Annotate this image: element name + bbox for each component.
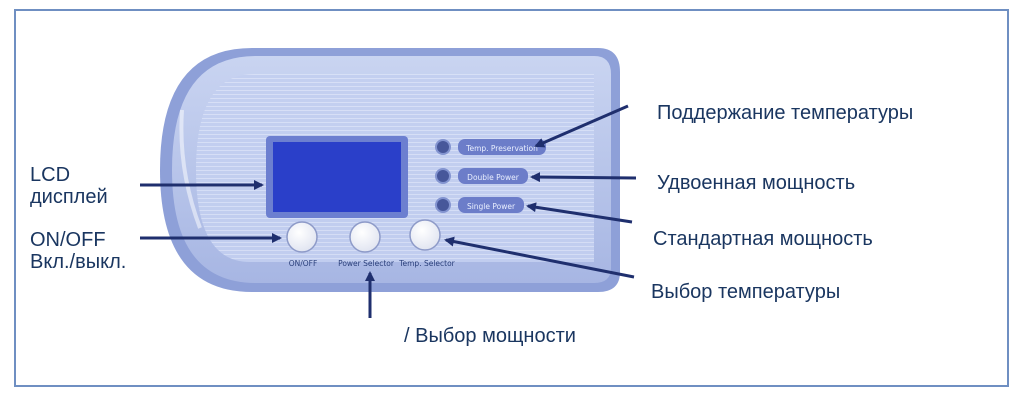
indicator-temp-preservation: Temp. Preservation [435, 139, 546, 155]
callout-single-power: Стандартная мощность [653, 228, 873, 250]
indicator-label-temp-preservation: Temp. Preservation [465, 144, 538, 153]
figure-frame [14, 9, 1009, 387]
callout-temp-selector: Выбор температуры [651, 281, 840, 303]
led-single-power [435, 197, 451, 213]
power-selector-button-label: Power Selector [338, 259, 395, 268]
arrow-temp-selector [444, 236, 635, 279]
temp-selector-button-label: Temp. Selector [398, 259, 455, 268]
led-temp-preservation [435, 139, 451, 155]
led-double-power [435, 168, 451, 184]
indicator-label-single-power: Single Power [467, 202, 516, 211]
indicator-label-double-power: Double Power [467, 173, 520, 182]
callout-lcd-line1: LCD [30, 164, 70, 186]
lcd-display [266, 136, 408, 218]
callout-onoff-line2: Вкл./выкл. [30, 251, 126, 273]
callout-onoff-line1: ON/OFF [30, 229, 106, 251]
callout-temp-preservation: Поддержание температуры [657, 102, 913, 124]
indicator-double-power: Double Power [435, 168, 528, 184]
arrow-temp-preservation [534, 104, 629, 148]
indicator-single-power: Single Power [435, 197, 524, 213]
power-selector-button[interactable]: Power Selector [338, 221, 395, 268]
temp-selector-button[interactable]: Temp. Selector [398, 219, 456, 268]
callout-lcd-line2: дисплей [30, 186, 108, 208]
arrow-double-power [530, 172, 637, 183]
on-off-button[interactable]: ON/OFF [286, 221, 318, 268]
callout-arrows [140, 104, 637, 318]
arrow-single-power [526, 202, 633, 224]
callout-power-selector: / Выбор мощности [404, 325, 576, 347]
on-off-button-label: ON/OFF [289, 259, 318, 268]
callout-double-power: Удвоенная мощность [657, 172, 855, 194]
